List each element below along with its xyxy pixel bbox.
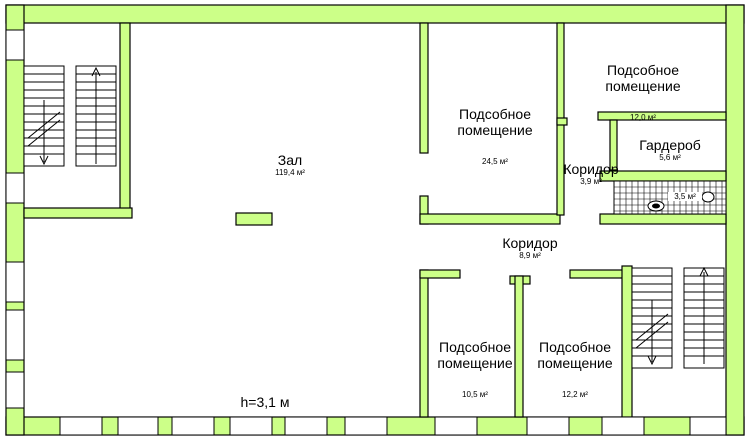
room-label-utility-4: Подсобное помещение 12,2 м²	[520, 321, 630, 418]
windows	[5, 29, 727, 436]
room-area: 5,6 м²	[659, 153, 681, 163]
room-area: 10,5 м²	[462, 389, 488, 399]
staircase-icon	[23, 65, 117, 167]
room-area: 3,5 м²	[674, 192, 696, 201]
room-name: Подсобное помещение	[605, 62, 681, 95]
room-label-hall: Зал 119,4 м²	[250, 152, 330, 177]
room-label-wc: 3,5 м²	[668, 192, 702, 202]
room-name: Подсобное помещение	[537, 339, 613, 372]
room-label-utility-3: Подсобное помещение 10,5 м²	[420, 321, 530, 418]
interior-walls	[23, 22, 727, 418]
sink-icon	[701, 191, 715, 203]
room-name: Коридор	[563, 161, 619, 177]
room-area: 12,0 м²	[630, 112, 656, 122]
room-name: Подсобное помещение	[457, 106, 533, 139]
room-name: Коридор	[502, 235, 558, 251]
room-label-utility-2: Подсобное помещение 12,0 м²	[588, 44, 698, 141]
room-area: 24,5 м²	[482, 156, 508, 166]
room-area: 12,2 м²	[562, 389, 588, 399]
room-name: Гардероб	[639, 137, 701, 153]
room-area: 3,9 м²	[580, 177, 602, 187]
room-area: 8,9 м²	[519, 251, 541, 261]
staircase-icon	[631, 266, 725, 369]
ceiling-height: h=3,1 м	[240, 394, 290, 410]
toilet-icon	[647, 200, 665, 212]
room-label-corridor-small: Коридор 3,9 м²	[553, 161, 629, 186]
room-name: Подсобное помещение	[437, 339, 513, 372]
room-name: Зал	[277, 152, 303, 168]
room-label-corridor: Коридор 8,9 м²	[490, 235, 570, 260]
room-area: 119,4 м²	[275, 168, 305, 178]
room-label-cloakroom: Гардероб 5,6 м²	[630, 137, 710, 162]
room-label-utility-1: Подсобное помещение 24,5 м²	[440, 88, 550, 185]
